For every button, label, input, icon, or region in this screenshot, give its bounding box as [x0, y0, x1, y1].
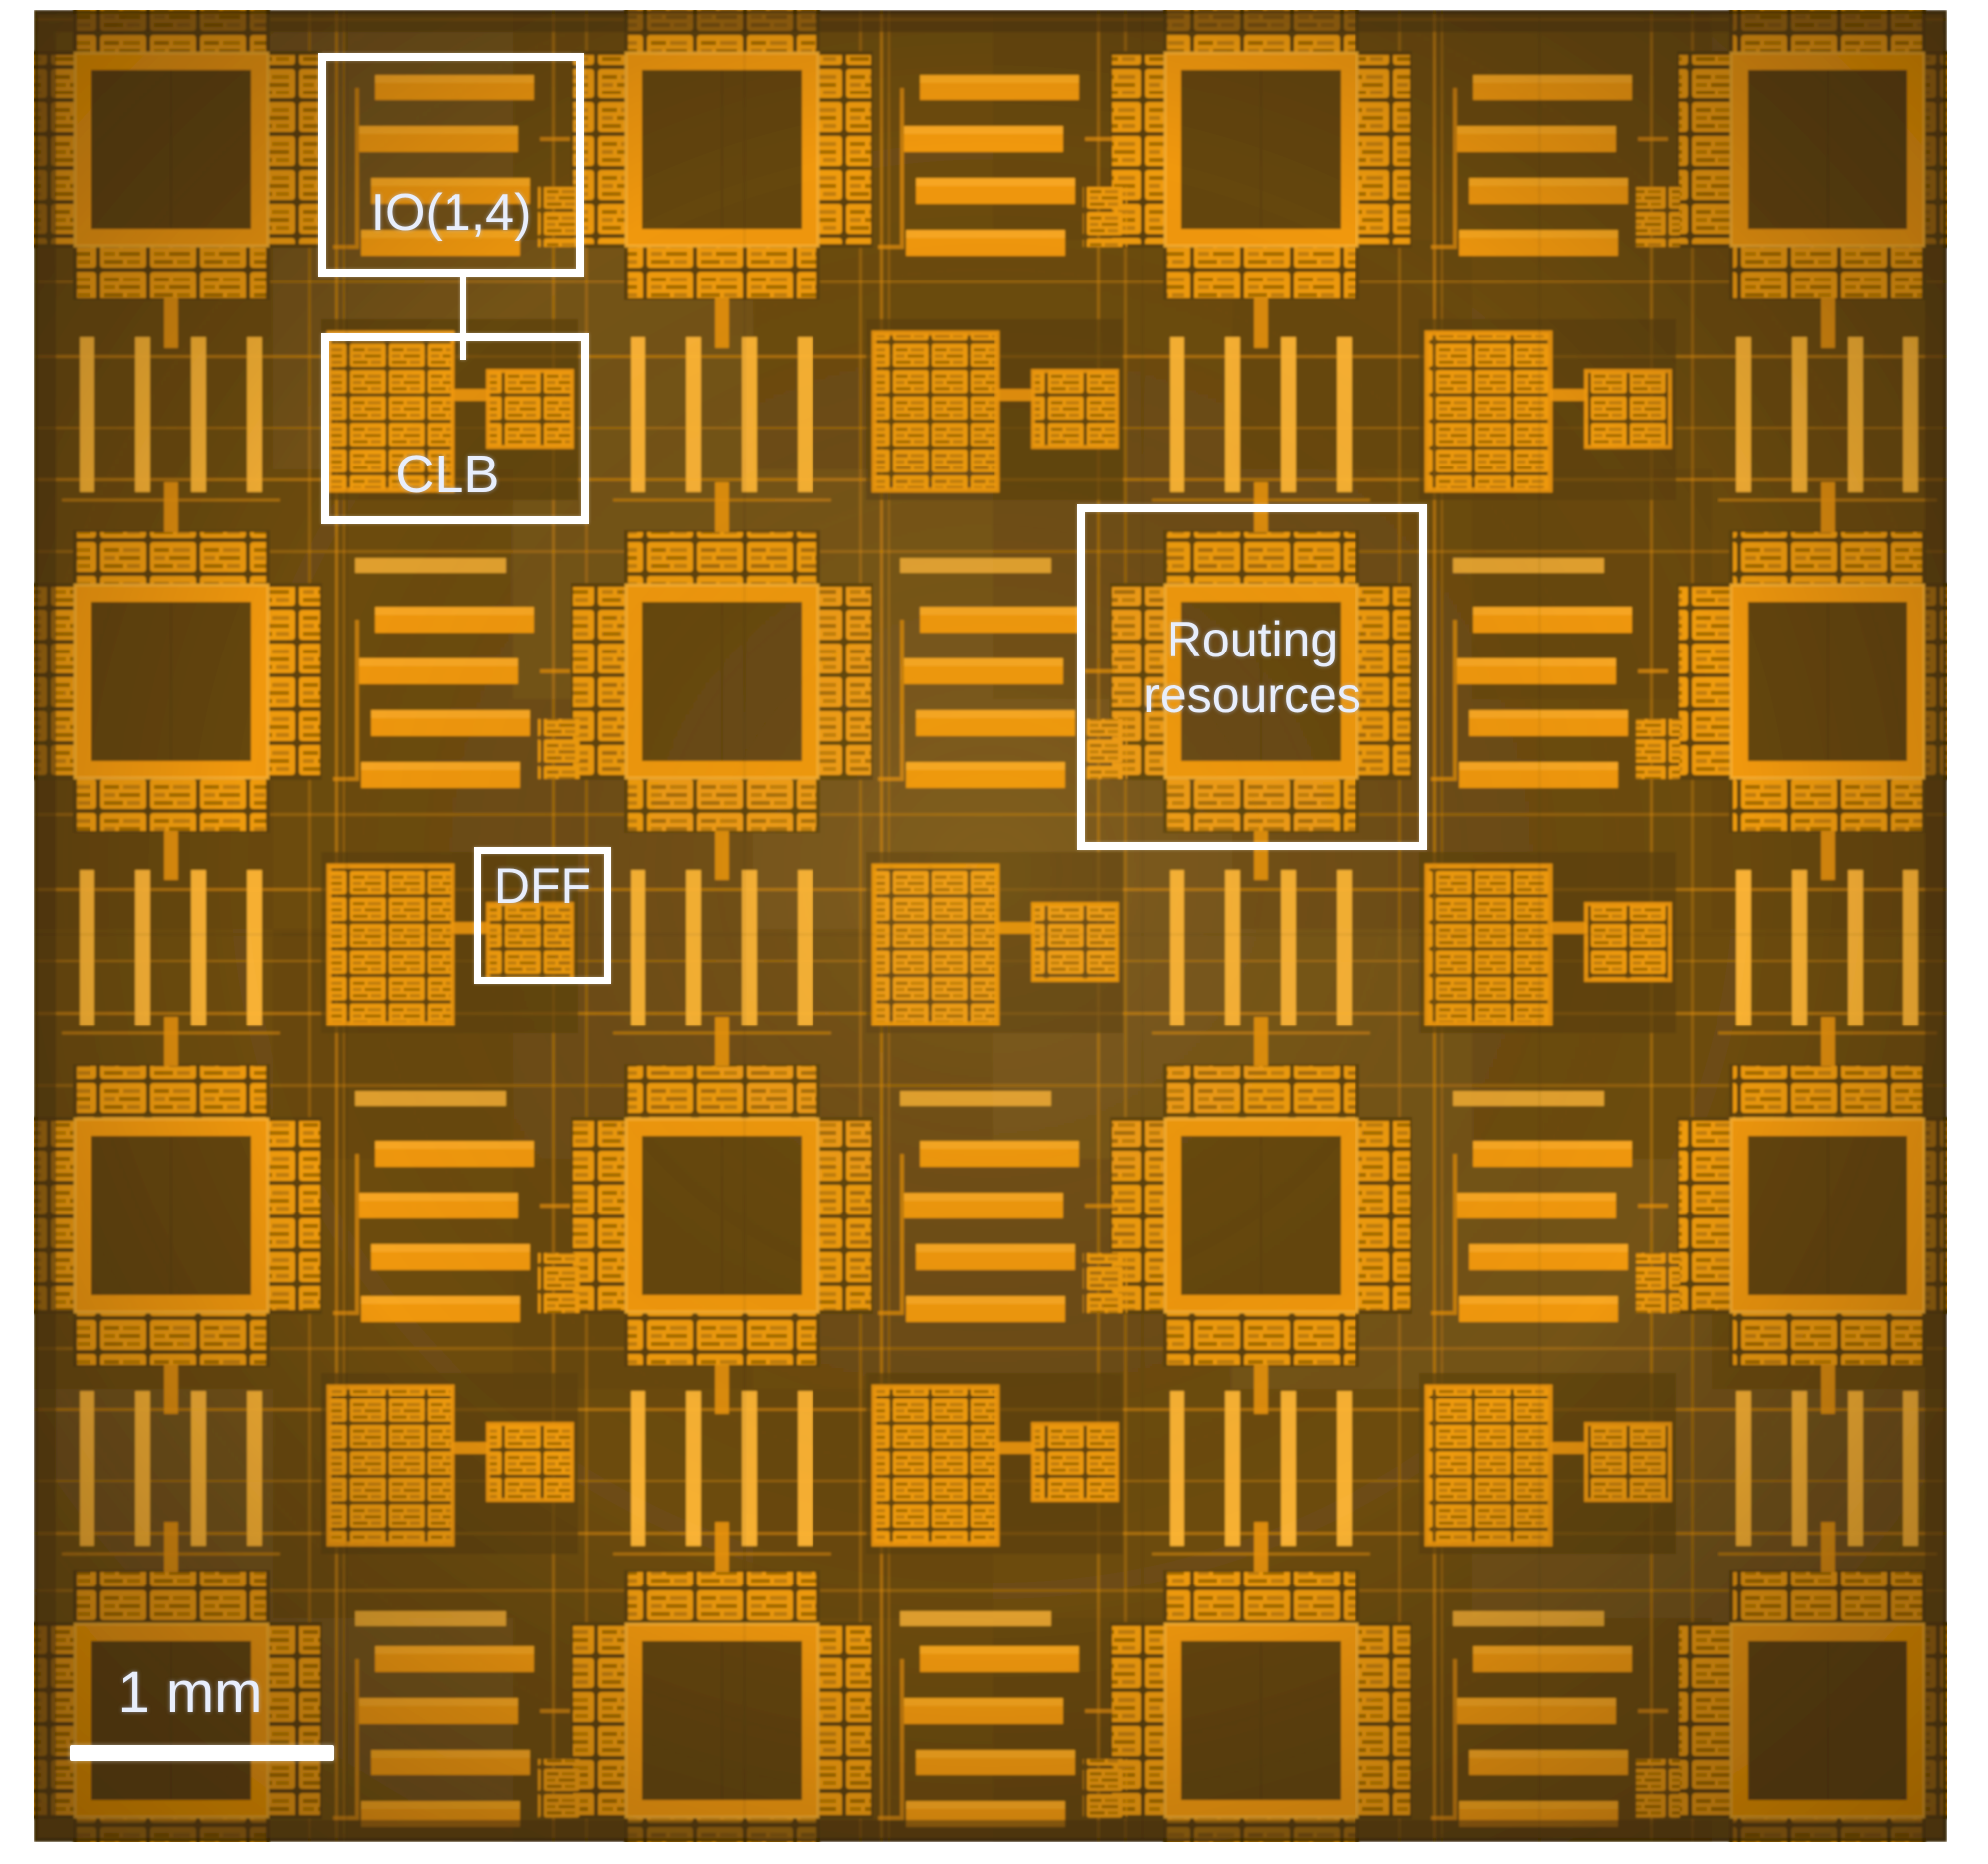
clb-annotation-box: CLB — [321, 333, 589, 524]
scale-bar-line — [70, 1745, 334, 1761]
routing-resources-annotation-label: Routing resources — [1143, 612, 1361, 723]
io-annotation-label: IO(1,4) — [370, 183, 532, 242]
routing-resources-annotation-box: Routing resources — [1077, 504, 1427, 850]
routing-label-line1: Routing — [1166, 612, 1339, 668]
dff-annotation-label: DFF — [493, 857, 592, 914]
clb-annotation-label: CLB — [395, 444, 500, 504]
io-annotation-box: IO(1,4) — [318, 53, 584, 277]
dff-annotation-box: DFF — [474, 847, 611, 984]
routing-label-line2: resources — [1143, 667, 1361, 724]
io-connector-line — [460, 275, 466, 360]
scale-bar-label: 1 mm — [117, 1660, 263, 1725]
